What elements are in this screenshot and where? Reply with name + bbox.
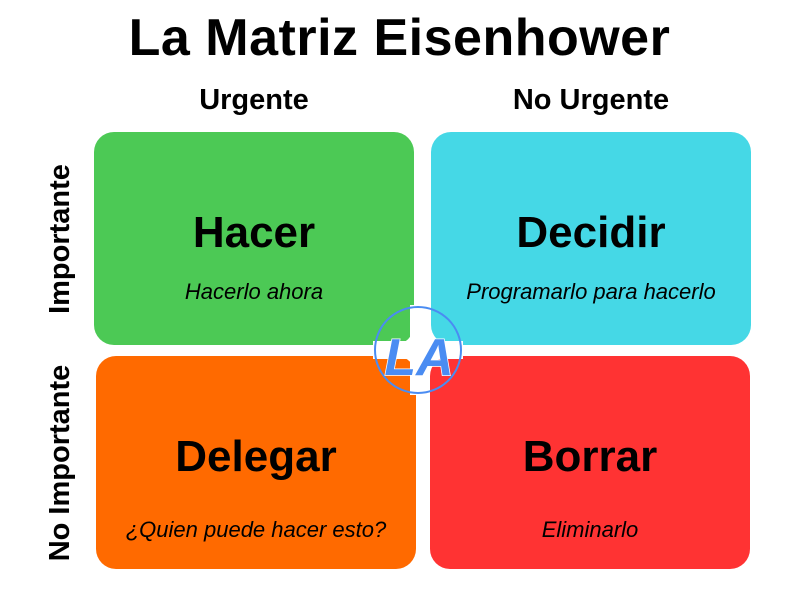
quadrant-hacer: Hacer Hacerlo ahora (94, 132, 414, 345)
quadrant-delegar: Delegar ¿Quien puede hacer esto? (96, 356, 416, 569)
row-header-importante: Importante (44, 164, 76, 314)
quadrant-subtitle: Programarlo para hacerlo (466, 279, 716, 304)
row-header-no-importante: No Importante (44, 364, 76, 562)
quadrant-title: Delegar (175, 432, 337, 481)
quadrant-borrar: Borrar Eliminarlo (430, 356, 750, 569)
quadrant-subtitle: ¿Quien puede hacer esto? (125, 517, 387, 542)
quadrant-subtitle: Hacerlo ahora (184, 279, 324, 304)
quadrant-title: Decidir (516, 208, 666, 257)
quadrant-title: Borrar (522, 432, 658, 481)
column-header-urgente: Urgente (199, 84, 309, 116)
quadrant-subtitle: Eliminarlo (541, 517, 639, 542)
quadrant-title: Hacer (192, 208, 316, 257)
logo-text: LA (384, 329, 453, 387)
la-logo-icon: LA (373, 305, 463, 395)
column-header-no-urgente: No Urgente (512, 84, 670, 116)
quadrant-decidir: Decidir Programarlo para hacerlo (431, 132, 751, 345)
page-title: La Matriz Eisenhower (128, 9, 671, 67)
